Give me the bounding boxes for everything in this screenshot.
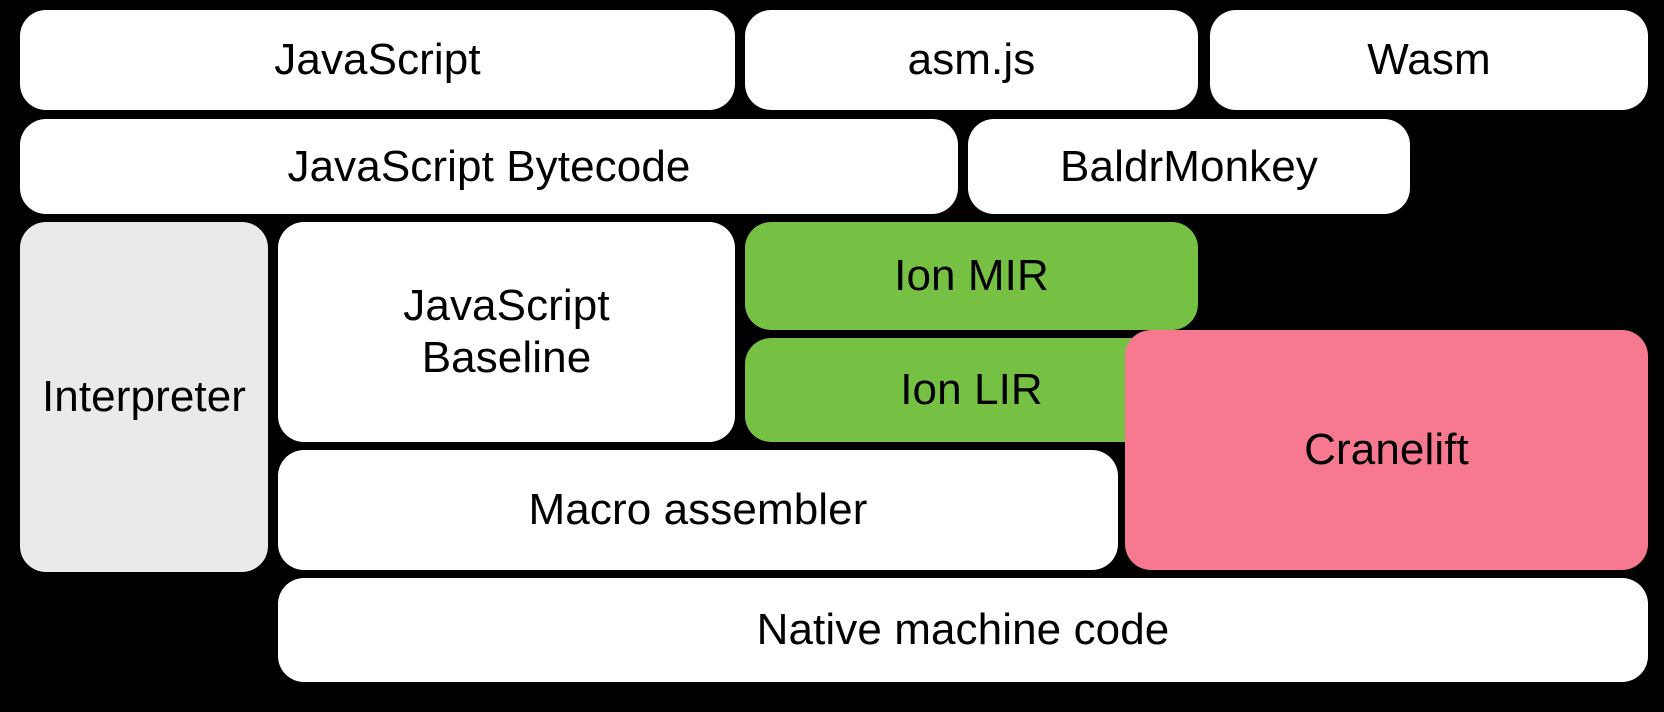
node-asmjs: asm.js [745, 10, 1198, 110]
node-label-baldrmonkey: BaldrMonkey [1060, 141, 1318, 191]
node-label-ion-lir: Ion LIR [900, 365, 1043, 415]
node-javascript-bytecode: JavaScript Bytecode [20, 119, 958, 214]
node-baldrmonkey: BaldrMonkey [968, 119, 1410, 214]
node-wasm: Wasm [1210, 10, 1648, 110]
node-interpreter: Interpreter [20, 222, 268, 572]
node-javascript: JavaScript [20, 10, 735, 110]
node-label-macro-assembler: Macro assembler [528, 485, 868, 535]
node-label-javascript-bytecode: JavaScript Bytecode [287, 141, 691, 191]
node-javascript-baseline: JavaScript Baseline [278, 222, 735, 442]
node-label-cranelift: Cranelift [1304, 425, 1469, 475]
node-label-javascript: JavaScript [274, 35, 481, 85]
node-label-interpreter: Interpreter [41, 372, 247, 422]
node-label-wasm: Wasm [1367, 35, 1491, 85]
node-ion-lir: Ion LIR [745, 338, 1198, 442]
node-label-asmjs: asm.js [907, 35, 1036, 85]
node-ion-mir: Ion MIR [745, 222, 1198, 330]
node-cranelift: Cranelift [1125, 330, 1648, 570]
node-native-machine-code: Native machine code [278, 578, 1648, 682]
node-label-javascript-baseline: JavaScript Baseline [403, 281, 610, 382]
node-macro-assembler: Macro assembler [278, 450, 1118, 570]
node-label-native-machine-code: Native machine code [756, 605, 1170, 655]
node-label-ion-mir: Ion MIR [894, 251, 1049, 301]
